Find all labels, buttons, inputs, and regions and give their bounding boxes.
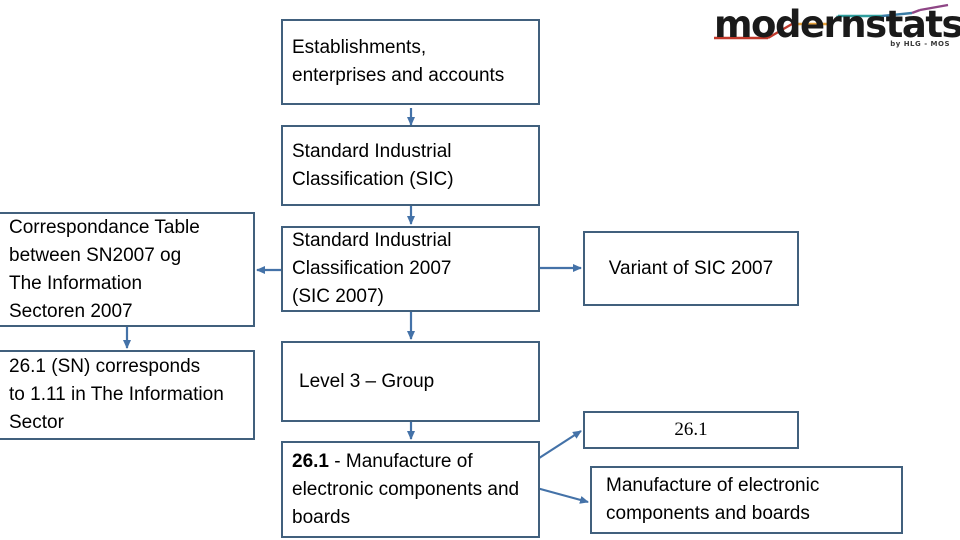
node-sic-label: Standard Industrial Classification (SIC) <box>292 140 454 190</box>
logo-stroke-lines <box>714 3 949 40</box>
node-standard-industrial-classification[interactable]: Standard Industrial Classification (SIC) <box>281 125 540 206</box>
node-manufacture-261-label: - Manufacture of electronic components a… <box>292 450 520 528</box>
node-variant-of-sic-2007[interactable]: Variant of SIC 2007 <box>583 231 799 306</box>
node-manufacture-261-code: 26.1 <box>292 450 329 472</box>
edge-manufacture-to-code261 <box>532 430 582 463</box>
logo-wordmark: modernstats <box>714 3 960 46</box>
node-correspondance-table-label: Correspondance Table between SN2007 og T… <box>9 216 200 322</box>
node-sic2007-label: Standard Industrial Classification 2007 … <box>292 230 452 307</box>
node-variant-label: Variant of SIC 2007 <box>608 257 774 279</box>
node-level-3-group[interactable]: Level 3 – Group <box>281 341 540 422</box>
node-correspondance-detail[interactable]: 26.1 (SN) corresponds to 1.11 in The Inf… <box>0 350 255 440</box>
node-standard-industrial-classification-2007[interactable]: Standard Industrial Classification 2007 … <box>281 226 540 312</box>
node-correspondance-table[interactable]: Correspondance Table between SN2007 og T… <box>0 212 255 327</box>
node-correspondance-detail-label: 26.1 (SN) corresponds to 1.11 in The Inf… <box>9 356 224 433</box>
node-code-261-label: 26.1 <box>674 419 708 440</box>
node-manufacture-261[interactable]: 26.1 - Manufacture of electronic compone… <box>281 441 540 538</box>
node-establishments[interactable]: Establishments, enterprises and accounts <box>281 19 540 105</box>
node-manufacture-261-text: 26.1 - Manufacture of electronic compone… <box>283 448 538 532</box>
edge-manufacture-to-manufacture-right <box>532 485 589 504</box>
modernstats-logo: modernstats by HLG - MOS <box>706 2 960 54</box>
node-level-3-label: Level 3 – Group <box>299 370 435 392</box>
node-establishments-label: Establishments, enterprises and accounts <box>292 37 505 86</box>
logo-subtitle: by HLG - MOS <box>890 40 950 48</box>
node-manufacture-right-label: Manufacture of electronic components and… <box>606 475 820 524</box>
node-code-261[interactable]: 26.1 <box>583 411 799 449</box>
node-manufacture-electronic-components[interactable]: Manufacture of electronic components and… <box>590 466 903 534</box>
